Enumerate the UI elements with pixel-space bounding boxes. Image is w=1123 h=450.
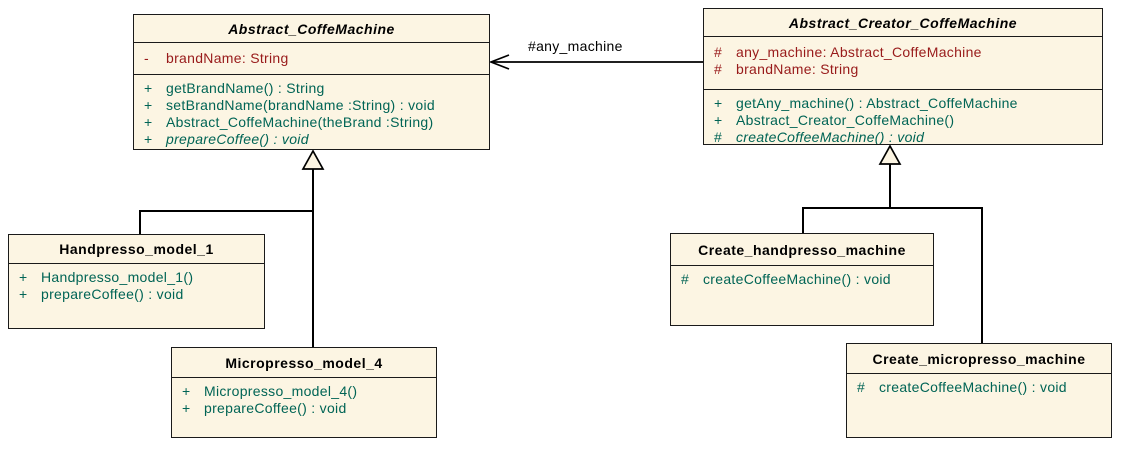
visibility-symbol: + [19,286,28,302]
methods-compartment: # createCoffeeMachine() : void [671,266,933,325]
methods-compartment: # createCoffeeMachine() : void [847,374,1111,437]
class-create-micropresso-machine[interactable]: Create_micropresso_machine # createCoffe… [846,343,1112,438]
method-row: # createCoffeeMachine() : void [704,129,1102,144]
method-row: + getBrandName() : String [134,80,489,97]
methods-compartment: + Handpresso_model_1() + prepareCoffee()… [9,264,264,328]
visibility-symbol: # [681,271,690,287]
generalization-triangle-icon [301,149,325,170]
member-text: getAny_machine() : Abstract_CoffeMachine [736,95,1018,111]
method-row: # createCoffeeMachine() : void [847,379,1111,396]
visibility-symbol: # [714,44,723,60]
member-text: createCoffeeMachine() : void [736,129,925,144]
attribute-row: # any_machine: Abstract_CoffeMachine [704,44,1102,61]
member-text: Handpresso_model_1() [41,269,194,285]
class-title: Create_handpresso_machine [671,234,933,266]
member-text: prepareCoffee() : void [41,286,184,302]
visibility-symbol: + [144,114,153,130]
visibility-symbol: # [714,61,723,77]
class-abstract-coffemachine[interactable]: Abstract_CoffeMachine - brandName: Strin… [133,14,490,150]
method-row: + setBrandName(brandName :String) : void [134,97,489,114]
class-handpresso-model-1[interactable]: Handpresso_model_1 + Handpresso_model_1(… [8,234,265,329]
attributes-compartment: - brandName: String [134,43,489,75]
method-row: + prepareCoffee() : void [172,400,436,417]
method-row: + prepareCoffee() : void [9,286,264,303]
generalization-branch-line [139,210,313,235]
member-text: setBrandName(brandName :String) : void [166,97,435,113]
member-text: createCoffeeMachine() : void [703,271,891,287]
visibility-symbol: # [714,129,723,144]
member-text: prepareCoffee() : void [166,131,309,147]
member-text: any_machine: Abstract_CoffeMachine [736,44,982,60]
class-title: Create_micropresso_machine [847,344,1111,374]
generalization-edge-left[interactable] [139,149,325,348]
member-text: brandName: String [166,50,289,66]
methods-compartment: + getBrandName() : String + setBrandName… [134,75,489,149]
class-title: Abstract_CoffeMachine [134,15,489,43]
visibility-symbol: + [144,80,153,96]
method-row: + Abstract_Creator_CoffeMachine() [704,112,1102,129]
methods-compartment: + Micropresso_model_4() + prepareCoffee(… [172,378,436,437]
method-row: + Abstract_CoffeMachine(theBrand :String… [134,114,489,131]
association-edge-any-machine[interactable] [488,54,703,70]
member-text: Abstract_CoffeMachine(theBrand :String) [166,114,434,130]
open-arrowhead-icon [488,54,510,70]
class-title: Micropresso_model_4 [172,348,436,378]
method-row: + Micropresso_model_4() [172,383,436,400]
member-text: Abstract_Creator_CoffeMachine() [736,112,955,128]
method-row: + prepareCoffee() : void [134,131,489,148]
member-text: getBrandName() : String [166,80,325,96]
member-text: createCoffeeMachine() : void [879,379,1067,395]
method-row: # createCoffeeMachine() : void [671,271,933,288]
member-text: brandName: String [736,61,859,77]
visibility-symbol: + [144,97,153,113]
method-row: + Handpresso_model_1() [9,269,264,286]
class-create-handpresso-machine[interactable]: Create_handpresso_machine # createCoffee… [670,233,934,326]
methods-compartment: + getAny_machine() : Abstract_CoffeMachi… [704,90,1102,144]
class-abstract-creator-coffemachine[interactable]: Abstract_Creator_CoffeMachine # any_mach… [703,8,1103,145]
member-text: Micropresso_model_4() [204,383,358,399]
visibility-symbol: + [714,112,723,128]
attribute-row: - brandName: String [134,50,489,67]
generalization-edge-right[interactable] [802,144,983,344]
visibility-symbol: + [714,95,723,111]
class-title: Handpresso_model_1 [9,235,264,264]
visibility-symbol: + [182,400,191,416]
class-title: Abstract_Creator_CoffeMachine [704,9,1102,37]
association-label: #any_machine [528,38,623,54]
generalization-branch-line [802,207,983,344]
visibility-symbol: # [857,379,866,395]
visibility-symbol: + [182,383,191,399]
method-row: + getAny_machine() : Abstract_CoffeMachi… [704,95,1102,112]
attribute-row: # brandName: String [704,61,1102,78]
attributes-compartment: # any_machine: Abstract_CoffeMachine # b… [704,37,1102,90]
visibility-symbol: + [19,269,28,285]
visibility-symbol: - [144,50,149,66]
member-text: prepareCoffee() : void [204,400,347,416]
generalization-triangle-icon [878,144,902,165]
class-micropresso-model-4[interactable]: Micropresso_model_4 + Micropresso_model_… [171,347,437,438]
visibility-symbol: + [144,131,153,147]
